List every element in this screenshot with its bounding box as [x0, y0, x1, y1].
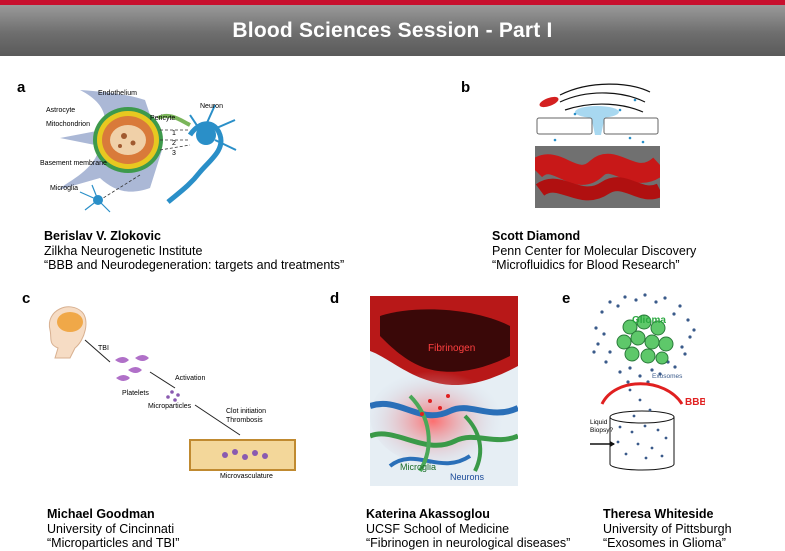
speaker-d: Katerina Akassoglou UCSF School of Medic… — [366, 507, 570, 551]
label-biopsy: Biopsy? — [590, 427, 614, 434]
figure-e-exosomes-glioma: Glioma Exosomes BBB Liquid Biopsy? — [590, 293, 705, 471]
speaker-d-affiliation: UCSF School of Medicine — [366, 521, 510, 536]
panel-letter-b: b — [461, 79, 471, 96]
label-pericyte: Pericyte — [150, 115, 175, 122]
speaker-b: Scott Diamond Penn Center for Molecular … — [492, 229, 696, 273]
label-microvasculature: Microvasculature — [220, 473, 273, 480]
panel-letter-c: c — [22, 290, 31, 307]
speaker-b-affiliation: Penn Center for Molecular Discovery — [492, 243, 697, 258]
slide-header: Blood Sciences Session - Part I — [0, 5, 785, 56]
speaker-e-name: Theresa Whiteside — [603, 507, 714, 521]
label-astrocyte: Astrocyte — [46, 107, 75, 114]
label-pathway-2: 2 — [172, 140, 176, 147]
figure-a-neurovascular-unit: Endothelium Astrocyte Mitochondrion Neur… — [40, 90, 237, 213]
speaker-e-affiliation: University of Pittsburgh — [603, 521, 732, 536]
label-neurons: Neurons — [450, 472, 485, 482]
panel-letter-d: d — [330, 290, 340, 307]
top-accent-bar — [0, 0, 785, 5]
speaker-c-talk: “Microparticles and TBI” — [47, 536, 180, 550]
slide-title: Blood Sciences Session - Part I — [232, 18, 553, 42]
speaker-d-name: Katerina Akassoglou — [366, 507, 490, 521]
label-pathway-1: 1 — [172, 130, 176, 137]
speaker-c: Michael Goodman University of Cincinnati… — [47, 507, 179, 551]
speaker-a-talk: “BBB and Neurodegeneration: targets and … — [44, 258, 345, 272]
label-microglia-d: Microglia — [400, 462, 436, 472]
label-neuron: Neuron — [200, 103, 223, 110]
label-microglia-a: Microglia — [50, 185, 78, 192]
figure-d-fibrinogen: Fibrinogen Microglia Neurons — [370, 296, 518, 486]
speaker-a-affiliation: Zilkha Neurogenetic Institute — [44, 243, 203, 258]
speaker-b-talk: “Microfluidics for Blood Research” — [492, 258, 680, 272]
label-pathway-3: 3 — [172, 150, 176, 157]
label-endothelium: Endothelium — [98, 90, 137, 97]
label-mitochondrion: Mitochondrion — [46, 121, 90, 128]
figure-b-microfluidics — [535, 80, 660, 208]
label-exosomes: Exosomes — [652, 373, 683, 380]
label-fibrinogen: Fibrinogen — [428, 343, 475, 354]
speaker-c-affiliation: University of Cincinnati — [47, 521, 175, 536]
speaker-a: Berislav V. Zlokovic Zilkha Neurogenetic… — [44, 229, 344, 273]
figure-c-tbi-microparticles: TBI Platelets Activation Microparticles … — [48, 306, 296, 480]
label-tbi: TBI — [98, 345, 109, 352]
speaker-e: Theresa Whiteside University of Pittsbur… — [603, 507, 732, 551]
speaker-e-talk: “Exosomes in Glioma” — [603, 536, 726, 550]
speaker-b-name: Scott Diamond — [492, 229, 581, 243]
label-bbb: BBB — [685, 397, 705, 408]
label-activation: Activation — [175, 375, 205, 382]
label-glioma: Glioma — [632, 315, 666, 326]
label-liquid: Liquid — [590, 419, 608, 426]
label-clot-initiation: Clot initiation — [226, 408, 266, 415]
label-basement-membrane: Basement membrane — [40, 160, 107, 167]
label-microparticles: Microparticles — [148, 403, 192, 410]
speaker-a-name: Berislav V. Zlokovic — [44, 229, 161, 243]
panel-letter-e: e — [562, 290, 571, 307]
panel-letter-a: a — [17, 79, 26, 96]
label-platelets: Platelets — [122, 390, 149, 397]
speaker-d-talk: “Fibrinogen in neurological diseases” — [366, 536, 571, 550]
label-thrombosis: Thrombosis — [226, 417, 263, 424]
speaker-c-name: Michael Goodman — [47, 507, 155, 521]
